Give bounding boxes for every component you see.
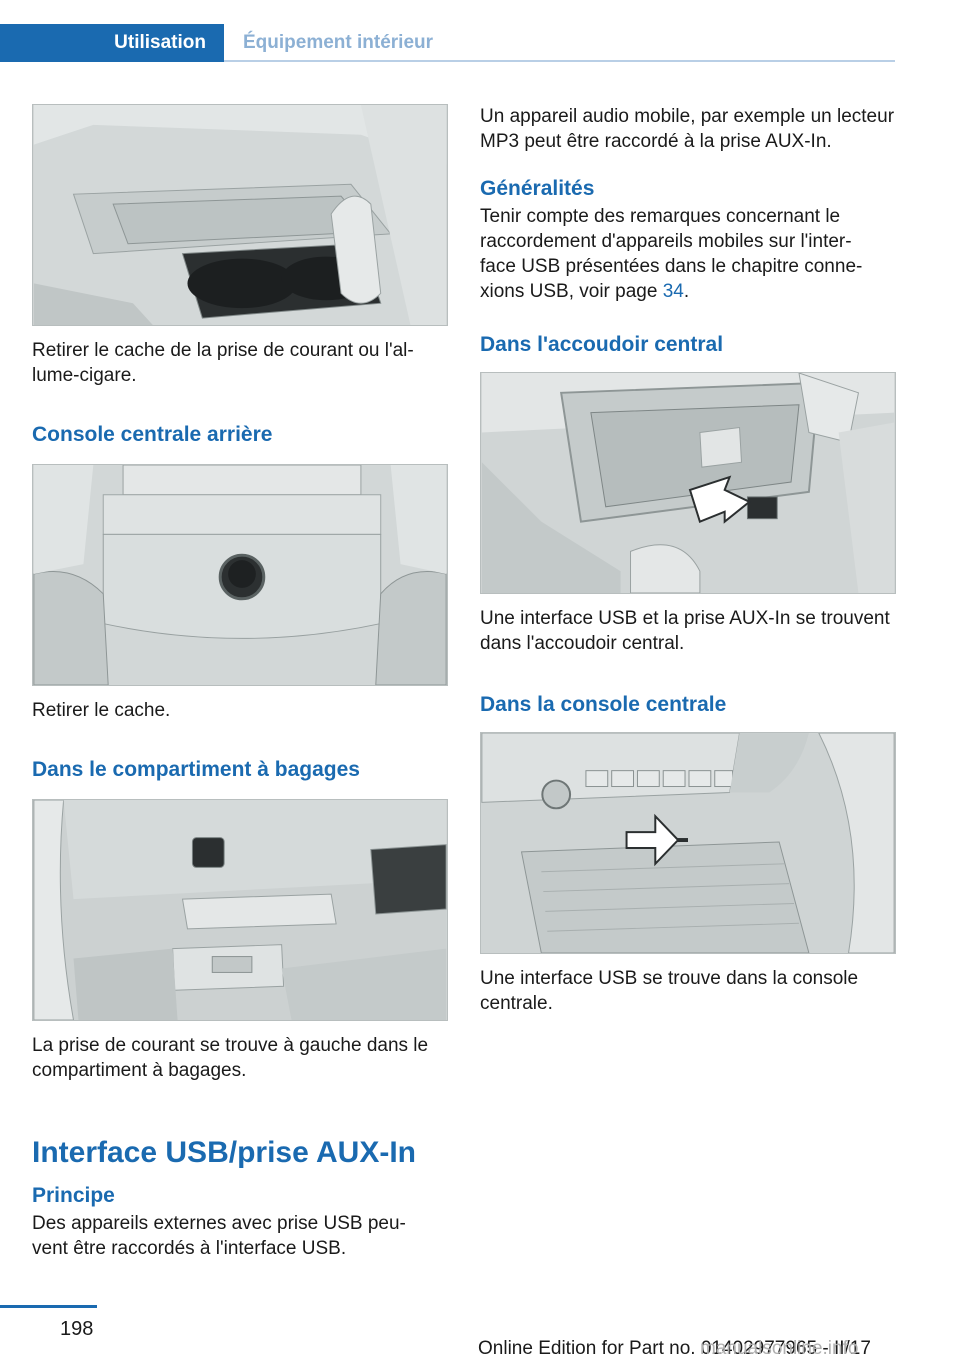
caption-remove-cover-socket: Retirer le cache de la prise de courant … [32, 340, 414, 386]
heading-console-centrale-arriere: Console centrale arrière [32, 423, 273, 446]
text-principe: Des appareils externes avec prise USB pe… [32, 1213, 406, 1259]
figure-cupholder [32, 104, 448, 326]
caption-console-usb: Une interface USB se trouve dans la cons… [480, 968, 859, 1014]
caption-luggage-socket: La prise de courant se trouve à gauche d… [32, 1035, 429, 1081]
rear-console-illustration [33, 465, 447, 685]
page-number: 198 [60, 1318, 94, 1340]
watermark: manualsonline.info [700, 1338, 859, 1359]
text-generalites-end: . [683, 281, 690, 302]
section-tab-utilisation: Utilisation [0, 24, 224, 62]
heading-console-centrale: Dans la console centrale [480, 693, 727, 716]
figure-armrest [480, 372, 896, 594]
heading-accoudoir-central: Dans l'accoudoir central [480, 333, 724, 356]
caption-armrest-usb: Une interface USB et la prise AUX-In se … [480, 608, 890, 654]
header-rule [224, 60, 895, 62]
chapter-tab-label: Équipement intérieur [243, 32, 434, 53]
center-console-illustration [481, 733, 895, 953]
left-column: Retirer le cache de la prise de courant … [32, 104, 448, 1261]
page-header: Utilisation Équipement intérieur [0, 24, 895, 62]
heading-interface-usb: Interface USB/prise AUX-In [32, 1136, 416, 1169]
heading-principe: Principe [32, 1184, 115, 1207]
figure-center-console [480, 732, 896, 954]
footer-rule [0, 1305, 97, 1308]
figure-rear-console [32, 464, 448, 686]
right-column: Un appareil audio mobile, par exemple un… [480, 104, 896, 1016]
figure-luggage-compartment [32, 799, 448, 1021]
caption-remove-cover: Retirer le cache. [32, 700, 171, 721]
cupholder-illustration [33, 105, 447, 325]
edition-info: Online Edition for Part no. 01402977965 … [478, 1338, 871, 1359]
text-audio-aux: Un appareil audio mobile, par exemple un… [480, 106, 895, 152]
text-generalites: Tenir compte des remarques concernant le… [480, 204, 880, 304]
chapter-tab-equipement: Équipement intérieur [243, 24, 433, 62]
section-tab-label: Utilisation [114, 32, 206, 53]
heading-generalites: Généralités [480, 177, 595, 200]
heading-compartiment-bagages: Dans le compartiment à bagages [32, 758, 360, 781]
luggage-compartment-illustration [33, 800, 447, 1020]
text-generalites-body: Tenir compte des remarques concernant le… [480, 206, 863, 302]
armrest-illustration [481, 373, 895, 593]
page-reference-link[interactable]: 34 [662, 281, 684, 302]
